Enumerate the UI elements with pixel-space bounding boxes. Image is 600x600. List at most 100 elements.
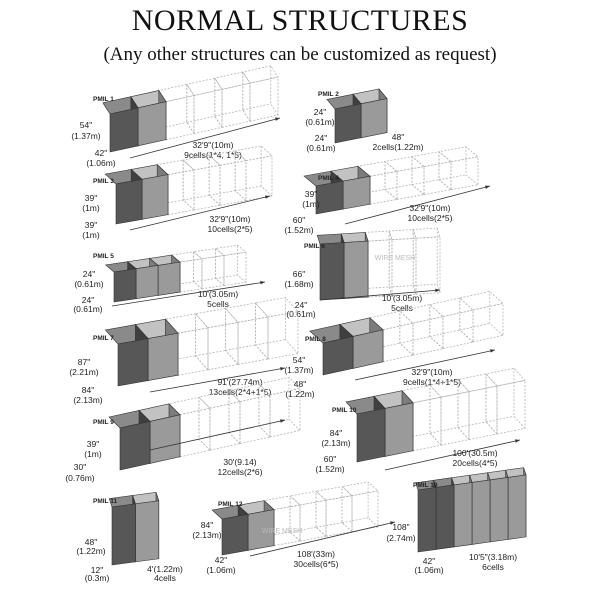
length-label: 48" [392, 132, 404, 142]
height-label: (1m) [84, 449, 102, 459]
arrow-head [515, 439, 520, 443]
pmil-5-unit: PMIL 524"(0.61m)24"(0.61m)10'(3.05m)5cel… [73, 244, 266, 314]
model-name: PMIL 7 [93, 335, 114, 342]
gabion-cell [429, 379, 470, 446]
cells-label: 4cells [154, 573, 176, 583]
cells-label: 13cells(2*4+1*5) [209, 387, 272, 397]
height-label: 54" [80, 120, 92, 130]
width-label: (0.61m) [286, 309, 315, 319]
width-label: (1.06m) [414, 565, 443, 575]
width-label: (1.06m) [206, 565, 235, 575]
gabion-cell [303, 170, 344, 215]
height-label: 54" [293, 355, 305, 365]
width-label: 60" [324, 454, 336, 464]
gabion-cell [108, 495, 136, 566]
gabion-cell [485, 367, 526, 435]
pmil-4-unit: PMIL 439"(1m)60"(1.52m)32'9"(10m)10cells… [284, 146, 491, 235]
gabion-cell [345, 395, 386, 463]
gabion-cell [433, 477, 455, 550]
gabion-cell [104, 323, 149, 387]
width-label: (0.61m) [73, 304, 102, 314]
height-label: (2.74m) [386, 533, 415, 543]
gabion-cell [469, 472, 491, 545]
dimension-line [129, 117, 281, 159]
width-label: (0.76m) [65, 473, 94, 483]
length-label: 10'(3.05m) [382, 293, 423, 303]
gabion-cell [373, 389, 414, 457]
width-label: 42" [95, 148, 107, 158]
gabion-cell [388, 229, 417, 297]
model-name: PMIL 10 [332, 407, 357, 414]
height-label: (2.13m) [321, 438, 350, 448]
gabion-cell [316, 233, 345, 301]
gabion-cell [457, 373, 498, 441]
pmil-10-unit: PMIL 1084"(2.13m)60"(1.52m)100'(30.5m)20… [315, 367, 526, 474]
height-label: 87" [78, 357, 90, 367]
width-label: 24" [82, 295, 94, 305]
gabion-cell [341, 481, 379, 533]
height-label: (1.68m) [284, 279, 313, 289]
arrow-head [275, 117, 280, 121]
height-label: (1m) [82, 203, 100, 213]
height-label: 39" [85, 193, 97, 203]
gabion-cell [412, 227, 441, 295]
model-name: PMIL 8 [305, 336, 326, 343]
model-name: PMIL 3 [93, 178, 114, 185]
gabion-cell [192, 248, 225, 290]
watermark: WIRE MESH [375, 255, 415, 262]
length-label: 100'(30.5m) [452, 448, 497, 458]
length-label: 10'5"(3.18m) [469, 552, 517, 562]
length-label: 4'(1.22m) [147, 564, 183, 574]
arrow-head [390, 521, 395, 525]
cells-label: 30cells(6*5) [294, 559, 339, 569]
cells-label: 20cells(4*5) [453, 458, 498, 468]
watermark: WIRE MESH [262, 528, 302, 535]
pmil-7-unit: PMIL 787"(2.21m)84"(2.13m)91'(27.74m)13c… [69, 297, 299, 405]
width-label: 12" [91, 565, 103, 575]
width-label: (0.61m) [306, 143, 335, 153]
cells-label: 9cells(1*4+1*5) [403, 377, 461, 387]
length-label: 108'(33m) [297, 549, 335, 559]
gabion-cell [340, 232, 369, 299]
gabion-cell [186, 77, 223, 135]
pmil-9-unit: PMIL 939"(1m)30"(0.76m)30'(9.14)12cells(… [65, 376, 301, 483]
pmil-2-unit: PMIL 224"(0.61m)24"(0.61m)48"2cells(1.22… [305, 88, 424, 153]
length-label: 30'(9.14) [223, 457, 256, 467]
dimension-line [129, 195, 271, 231]
gabion-cell [330, 165, 371, 210]
gabion-cell [505, 467, 527, 540]
width-label: (1.52m) [315, 464, 344, 474]
cells-label: 12cells(2*6) [218, 467, 263, 477]
arrow-head [265, 195, 270, 199]
dimension-line [319, 289, 441, 301]
width-label: 42" [215, 555, 227, 565]
model-name: PMIL 12 [218, 501, 243, 508]
length-label: 32'9"(10m) [209, 214, 250, 224]
length-label: 32'9"(10m) [411, 367, 452, 377]
width-label: 24" [315, 133, 327, 143]
gabion-cell [237, 499, 275, 551]
cells-label: 6cells [482, 562, 504, 572]
arrow-head [280, 419, 285, 423]
length-label: 91'(27.74m) [217, 377, 262, 387]
gabion-cell [315, 486, 353, 537]
gabion-cell [242, 65, 279, 122]
length-label: 32'9"(10m) [192, 140, 233, 150]
gabion-cell [104, 261, 137, 303]
dimension-line [249, 521, 396, 557]
cells-label: 10cells(2*5) [208, 224, 253, 234]
cells-label: 10cells(2*5) [408, 213, 453, 223]
dimension-line [111, 281, 266, 307]
width-label: 39" [85, 220, 97, 230]
pmil-3-unit: PMIL 339"(1m)39"(1m)32'9"(10m)10cells(2*… [82, 145, 273, 240]
height-label: 84" [201, 520, 213, 530]
gabion-cell [132, 492, 160, 563]
gabion-cell [458, 290, 504, 343]
gabion-cell [198, 390, 241, 451]
height-label: 24" [83, 269, 95, 279]
pmil-1-unit: PMIL 154"(1.37m)42"(1.06m)32'9"(10m)9cel… [71, 65, 281, 168]
model-name: PMIL 9 [93, 419, 114, 426]
width-label: (2.13m) [73, 395, 102, 405]
height-label: (1m) [302, 199, 320, 209]
width-label: 84" [82, 385, 94, 395]
